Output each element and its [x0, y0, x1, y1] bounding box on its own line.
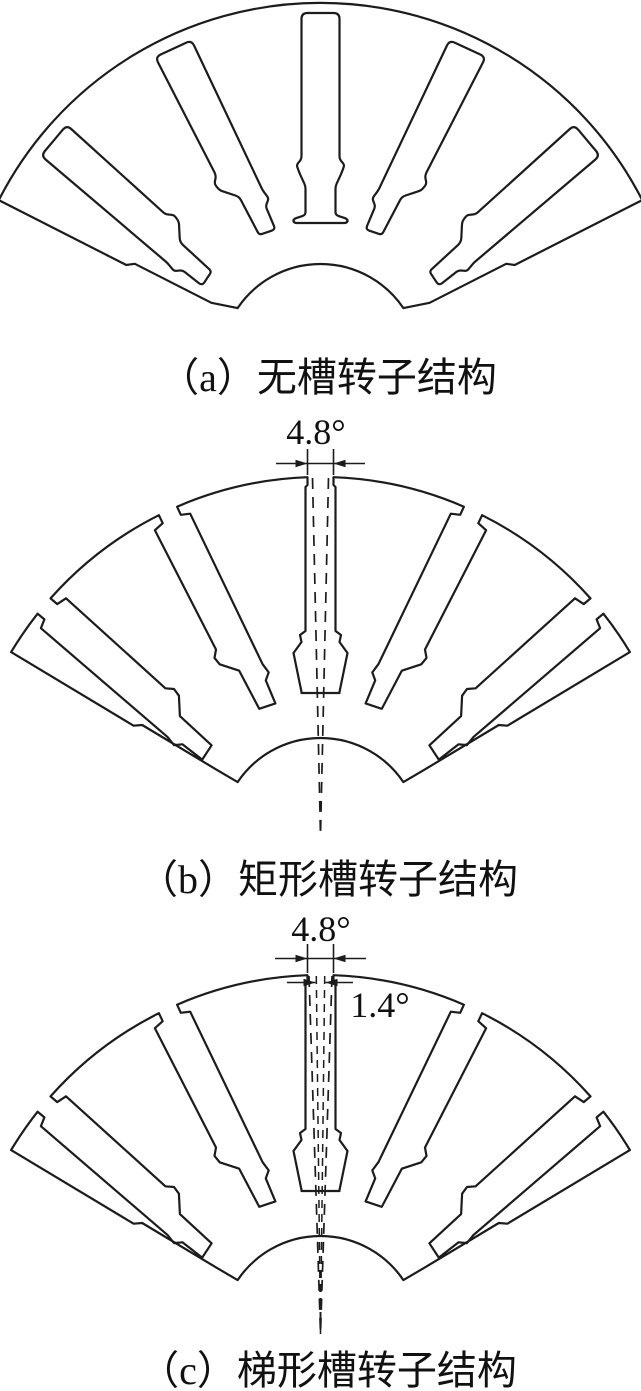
- rotor-outline-a: [0, 1, 641, 310]
- rotor-side-slot-a-inner-right: [365, 40, 485, 236]
- rotor-outline-b: [10, 476, 631, 784]
- centerline-dashed-b: [311, 477, 330, 837]
- dimension-arrows-c-14: [303, 978, 338, 987]
- centerline-dashed-c-outer: [308, 975, 333, 1335]
- caption-c: （c）梯形槽转子结构: [139, 1348, 517, 1391]
- rotor-side-slot-a-outer-right: [429, 126, 599, 286]
- angle-label-b-48: 4.8°: [286, 412, 345, 452]
- angle-label-c-48: 4.8°: [291, 909, 350, 949]
- panel-b: 4.8° （b）矩形槽转子结构: [10, 412, 631, 902]
- panel-a: （a）无槽转子结构: [0, 1, 641, 400]
- centerline-dashed-c-inner: [315, 975, 326, 1335]
- rotor-center-slot-a: [292, 11, 349, 225]
- angle-label-c-14: 1.4°: [350, 985, 409, 1025]
- dimension-arrows-c-48: [295, 954, 346, 963]
- rotor-side-slot-a-outer-left: [42, 126, 212, 286]
- panel-c: 4.8° 1.4° （c）梯形槽转子结构: [10, 909, 631, 1391]
- dimension-arrows-b: [295, 459, 346, 468]
- dimension-extension-lines-b: [306, 449, 335, 475]
- rotor-side-slot-a-inner-left: [156, 40, 276, 236]
- rotor-outline-c: [10, 974, 631, 1282]
- caption-a: （a）无槽转子结构: [159, 355, 497, 400]
- caption-b: （b）矩形槽转子结构: [138, 857, 518, 902]
